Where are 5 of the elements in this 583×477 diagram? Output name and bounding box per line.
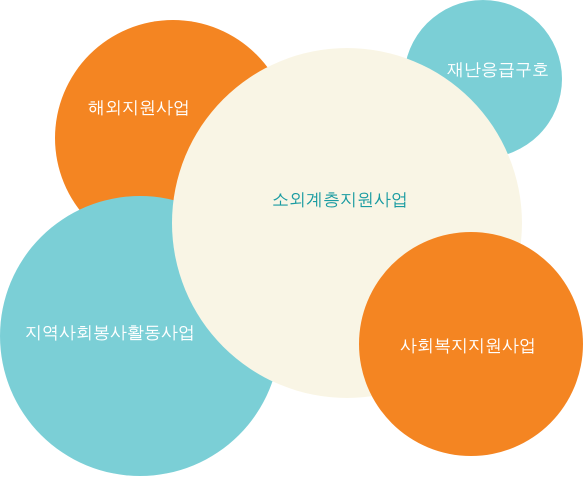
- bubble-label: 재난응급구호: [447, 60, 549, 80]
- bubble-label: 사회복지지원사업: [400, 336, 536, 356]
- bubble-label: 해외지원사업: [88, 98, 190, 118]
- bubble-label: 지역사회봉사활동사업: [25, 323, 195, 343]
- bubble-label: 소외계층지원사업: [272, 190, 408, 210]
